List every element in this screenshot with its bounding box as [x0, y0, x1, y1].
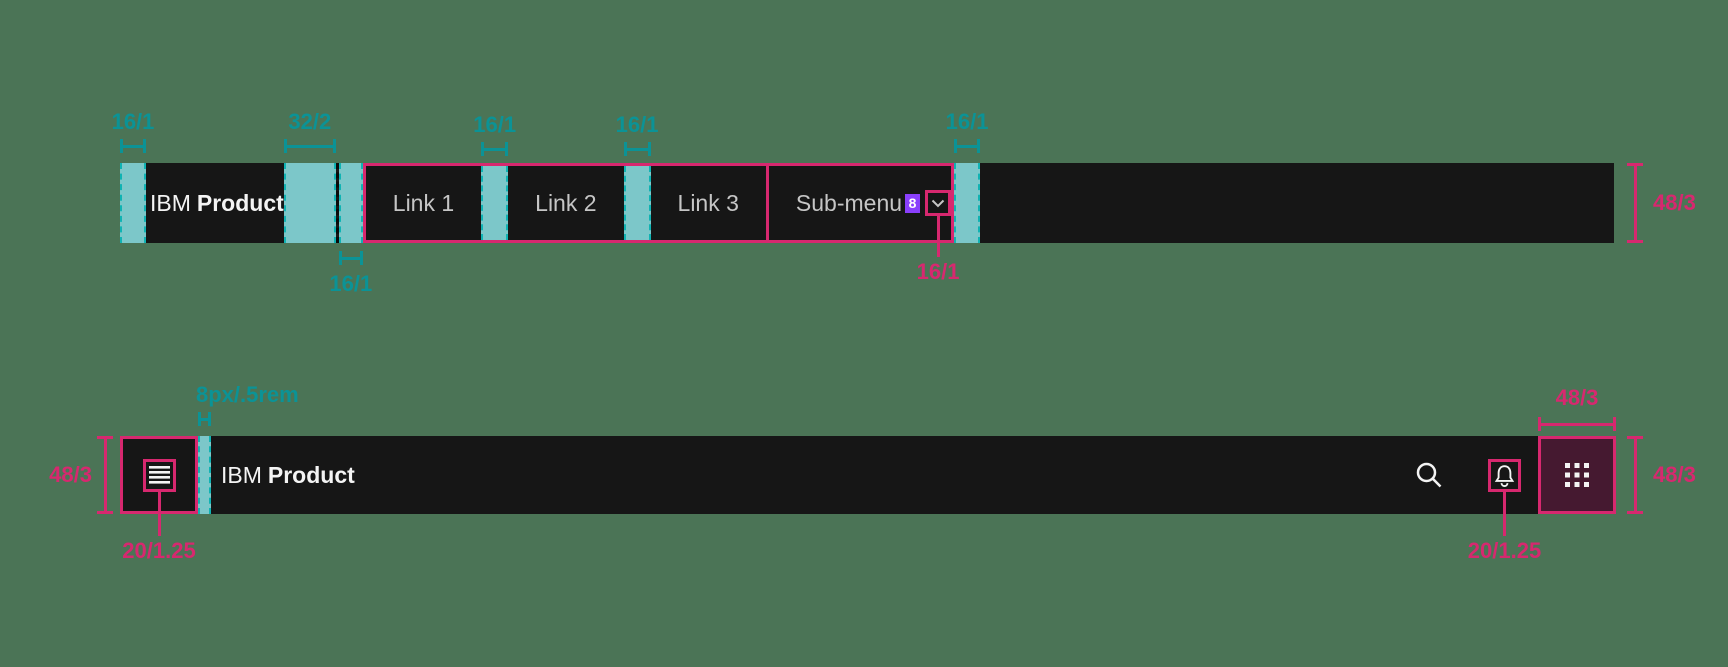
menu-icon: [148, 466, 170, 484]
brand-prefix: IBM: [150, 189, 191, 216]
top-header: 16/1 IBM Product 32/2 16/1 Link 1 16/1 L…: [112, 111, 1614, 295]
chevron-bounding-box: 16/1: [917, 190, 959, 283]
measure-bracket: [120, 139, 146, 153]
bell-icon-bounding-box[interactable]: 20/1.25: [1468, 458, 1541, 561]
brand-name: Product: [267, 461, 355, 488]
app-switcher-button[interactable]: 48/3: [1538, 387, 1616, 514]
chevron-down-icon: [931, 199, 945, 207]
nav-link-2[interactable]: Link 2: [535, 189, 597, 216]
measure-bracket: [481, 142, 509, 156]
spacing-overlay-between-links: 16/1: [616, 114, 658, 240]
header-empty-area: [980, 163, 1614, 243]
nav-link-3[interactable]: Link 3: [677, 189, 739, 216]
spacing-label: 16/1: [329, 271, 373, 296]
switcher-width-label: 48/3: [1555, 385, 1599, 410]
nav-link-1[interactable]: Link 1: [392, 189, 455, 216]
spacing-label: 16/1: [615, 112, 659, 137]
bar-height-label: 48/3: [1653, 190, 1696, 215]
nav-item-divider: [765, 166, 769, 240]
brand-name: Product: [196, 189, 284, 216]
measure-bracket: [1538, 417, 1616, 431]
height-measure-beam: [97, 436, 113, 514]
spacing-label: 32/2: [288, 109, 332, 134]
search-button[interactable]: [1412, 459, 1445, 492]
measure-bracket: [623, 142, 651, 156]
measure-line: [157, 488, 161, 536]
bar-height-label: 48/3: [49, 462, 92, 487]
spacing-label: 16/1: [945, 109, 989, 134]
chevron-size-label: 16/1: [916, 259, 960, 284]
app-switcher-grid-icon: [1565, 463, 1589, 487]
spacing-label: 16/1: [473, 112, 517, 137]
brand-gap-label: 8px/.5rem: [196, 382, 299, 407]
menu-icon-size-label: 20/1.25: [122, 537, 196, 563]
measure-bracket: [283, 139, 336, 153]
spacing-label: 16/1: [111, 109, 155, 134]
measure-bracket: [338, 251, 363, 265]
header-brand[interactable]: IBM Product: [221, 462, 355, 489]
spacing-overlay-leading: 16/1: [112, 111, 154, 243]
bar-height-label: 48/3: [1653, 462, 1696, 487]
menu-button[interactable]: 20/1.25: [120, 436, 198, 561]
header-empty-area: [355, 436, 1412, 514]
spacing-overlay-link-padding: 16/1: [329, 163, 372, 295]
spacing-overlay-margin: 32/2: [283, 111, 336, 243]
measure-line: [936, 213, 940, 257]
measure-bracket: [198, 412, 211, 426]
gap-annotation-badge: 8: [905, 193, 921, 213]
margin-padding-divider: [335, 163, 339, 243]
bell-icon: [1494, 464, 1515, 487]
submenu-label: Sub-menu: [795, 189, 903, 216]
spacing-overlay-trailing: 16/1: [946, 111, 988, 243]
header-nav: Link 1 16/1 Link 2 16/1 Link 3 Sub-menu …: [362, 114, 960, 283]
spacing-overlay-brand-gap: 8px/.5rem: [196, 384, 299, 514]
search-icon: [1416, 462, 1441, 488]
bottom-header: 20/1.25 8px/.5rem IBM Product 20/1.25: [120, 384, 1616, 561]
height-measure-beam: [1627, 163, 1643, 243]
header-brand[interactable]: IBM Product: [150, 190, 284, 217]
brand-prefix: IBM: [221, 461, 262, 488]
measure-bracket: [954, 139, 981, 153]
height-measure-beam: [1627, 436, 1643, 514]
measure-line: [1503, 488, 1506, 536]
nav-submenu[interactable]: Sub-menu 8 16/1: [769, 166, 960, 283]
menu-icon-bounding-box: 20/1.25: [122, 458, 196, 561]
spacing-overlay-between-links: 16/1: [473, 114, 516, 240]
bell-icon-size-label: 20/1.25: [1467, 537, 1542, 563]
